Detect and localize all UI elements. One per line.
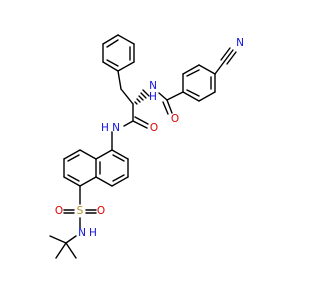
phenyl-ring	[102, 34, 135, 72]
amide-mid-hydrogen-label: H	[101, 122, 109, 134]
amide-mid-nitrogen-label: N	[112, 122, 120, 134]
tbutyl-methyl-b	[55, 242, 67, 259]
carbonyl-mid-double-a	[132, 120, 148, 129]
stereo-hash-bond	[134, 89, 150, 105]
sulfonyl-oxygen-left-label: O	[55, 205, 63, 217]
molecule-canvas: N N H O O N H O S O N H	[49, 34, 244, 259]
structure-diagram: N N H O O N H O S O N H	[49, 34, 244, 259]
atom-labels: N N H O O N H O S O N H	[55, 37, 244, 239]
ch2-bond-bottom	[120, 88, 134, 105]
sulfonyl-sulfur-label: S	[77, 205, 84, 217]
ch2-bond-top	[117, 70, 122, 90]
amide-top-nitrogen-label: N	[149, 80, 157, 92]
carbonyl-top-to-aryl-bond	[166, 91, 184, 101]
naphthalene-left-ring	[63, 149, 101, 187]
cyanophenyl-ring	[182, 64, 216, 102]
sulfonyl-oxygen-right-label: O	[97, 205, 105, 217]
nitrile-triple-c	[220, 47, 231, 61]
tbutyl-methyl-c	[65, 242, 77, 259]
sulfonamide-nitrogen-label: N	[78, 227, 86, 239]
carbonyl-mid-to-nh-bond	[123, 120, 134, 127]
nitrogen-to-tbutyl-bond	[65, 235, 77, 244]
carbonyl-top-double-b	[162, 101, 169, 115]
amide-top-oxygen-label: O	[171, 113, 179, 125]
tbutyl-methyl-a	[49, 235, 67, 244]
amide-mid-oxygen-label: O	[150, 122, 158, 134]
carbonyl-top-double-a	[166, 99, 173, 114]
carbonyl-mid-double-b	[134, 116, 149, 125]
naphthalene-right-ring	[95, 149, 129, 187]
nh-top-to-carbonyl-bond	[158, 92, 168, 101]
sulfonamide-hydrogen-label: H	[89, 227, 97, 239]
nitrile-triple-a	[223, 49, 234, 63]
nitrile-triple-b	[226, 51, 237, 65]
amide-top-hydrogen-label: H	[149, 91, 157, 103]
nitrile-single-bond	[214, 61, 225, 75]
cyano-nitrogen-label: N	[236, 37, 244, 49]
